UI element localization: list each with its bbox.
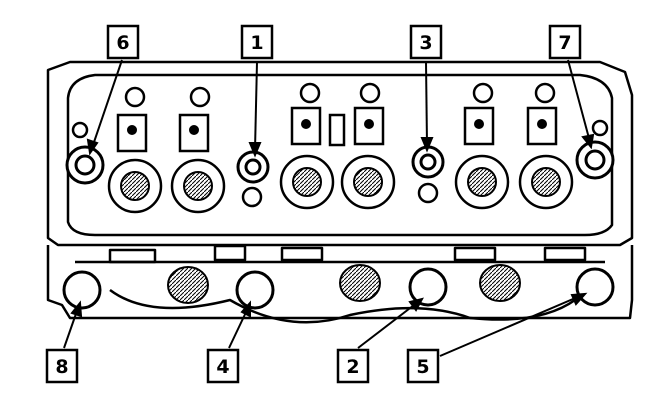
lower-ports — [167, 264, 521, 304]
bolt-5 — [575, 267, 615, 307]
callout-5: 5 — [406, 348, 440, 384]
pushrod-holes — [71, 82, 609, 208]
head-bolts — [62, 140, 615, 310]
bolt-8 — [62, 270, 102, 310]
bolt-1 — [236, 150, 270, 184]
head-outline — [46, 60, 634, 324]
callout-4: 4 — [206, 348, 240, 384]
svg-text:2: 2 — [346, 356, 359, 378]
callouts: 6 1 3 7 8 4 2 5 — [45, 24, 582, 384]
svg-text:4: 4 — [216, 356, 229, 378]
svg-text:8: 8 — [55, 356, 68, 378]
callout-3: 3 — [409, 24, 443, 60]
bolt-2 — [408, 267, 448, 307]
callout-2: 2 — [336, 348, 370, 384]
valve-springs — [107, 154, 574, 214]
bolt-6 — [65, 145, 105, 185]
leader-lines — [63, 59, 595, 357]
bolt-7 — [575, 140, 615, 180]
stud-holes — [127, 119, 547, 135]
bolt-4 — [235, 270, 275, 310]
callout-7: 7 — [548, 24, 582, 60]
svg-text:1: 1 — [250, 32, 263, 54]
svg-text:7: 7 — [558, 32, 571, 54]
svg-text:3: 3 — [419, 32, 432, 54]
callout-8: 8 — [45, 348, 79, 384]
svg-text:6: 6 — [116, 32, 129, 54]
callout-1: 1 — [240, 24, 274, 60]
bolt-3 — [411, 145, 445, 179]
rocker-studs — [116, 106, 558, 153]
callout-6: 6 — [106, 24, 140, 60]
svg-text:5: 5 — [416, 356, 429, 378]
